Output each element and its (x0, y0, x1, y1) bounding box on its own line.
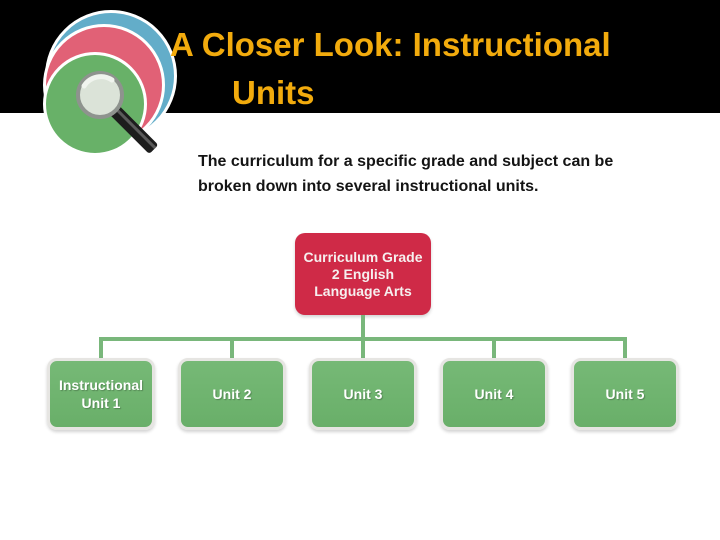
connector-root-stem (361, 315, 365, 339)
root-box-line3: Language Arts (314, 282, 412, 299)
connector-drop-unit5 (623, 340, 627, 358)
connector-horizontal (99, 337, 627, 341)
connector-drop-unit3 (361, 340, 365, 358)
unit-box-5: Unit 5 (571, 358, 679, 430)
slide-title-line1: A Closer Look: Instructional (170, 26, 611, 63)
unit-box-1: Instructional Unit 1 (47, 358, 155, 430)
connector-drop-unit4 (492, 340, 496, 358)
unit-box-4: Unit 4 (440, 358, 548, 430)
connector-drop-unit2 (230, 340, 234, 358)
curriculum-root-box: Curriculum Grade 2 English Language Arts (295, 233, 431, 315)
body-text-line2: broken down into several instructional u… (198, 178, 539, 195)
magnifying-glass-icon (76, 71, 158, 153)
magnifier-logo (28, 0, 208, 172)
unit-box-2: Unit 2 (178, 358, 286, 430)
connector-drop-unit1 (99, 340, 103, 358)
unit-box-3: Unit 3 (309, 358, 417, 430)
root-box-line1: Curriculum Grade (303, 248, 423, 265)
body-text-line1: The curriculum for a specific grade and … (198, 153, 614, 170)
root-box-line2: 2 English (331, 265, 395, 282)
slide-title-line2: Units (232, 74, 315, 111)
